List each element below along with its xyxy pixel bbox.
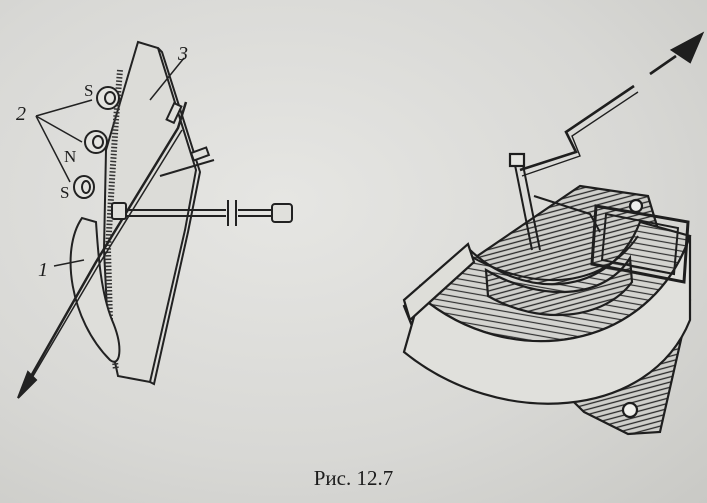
core-front <box>402 235 692 405</box>
right-pointer-tip <box>669 31 705 64</box>
label-n-pole: N <box>64 147 76 166</box>
label-1: 1 <box>38 259 48 281</box>
figure-caption: Рис. 12.7 <box>313 466 394 490</box>
label-2: 2 <box>16 103 26 125</box>
coil-frame <box>590 204 690 284</box>
frame-1 <box>69 216 121 363</box>
magnet-poles <box>73 86 120 199</box>
right-pointer <box>519 84 635 172</box>
left-mechanism <box>17 40 293 399</box>
label-s-top: S <box>84 81 93 100</box>
label-3: 3 <box>177 43 188 65</box>
right-mechanism <box>402 31 705 436</box>
label-s-bottom: S <box>60 183 69 202</box>
pointer <box>20 101 188 393</box>
leader-lines <box>35 57 185 267</box>
pointer-tip <box>17 370 38 399</box>
axle <box>111 200 293 226</box>
